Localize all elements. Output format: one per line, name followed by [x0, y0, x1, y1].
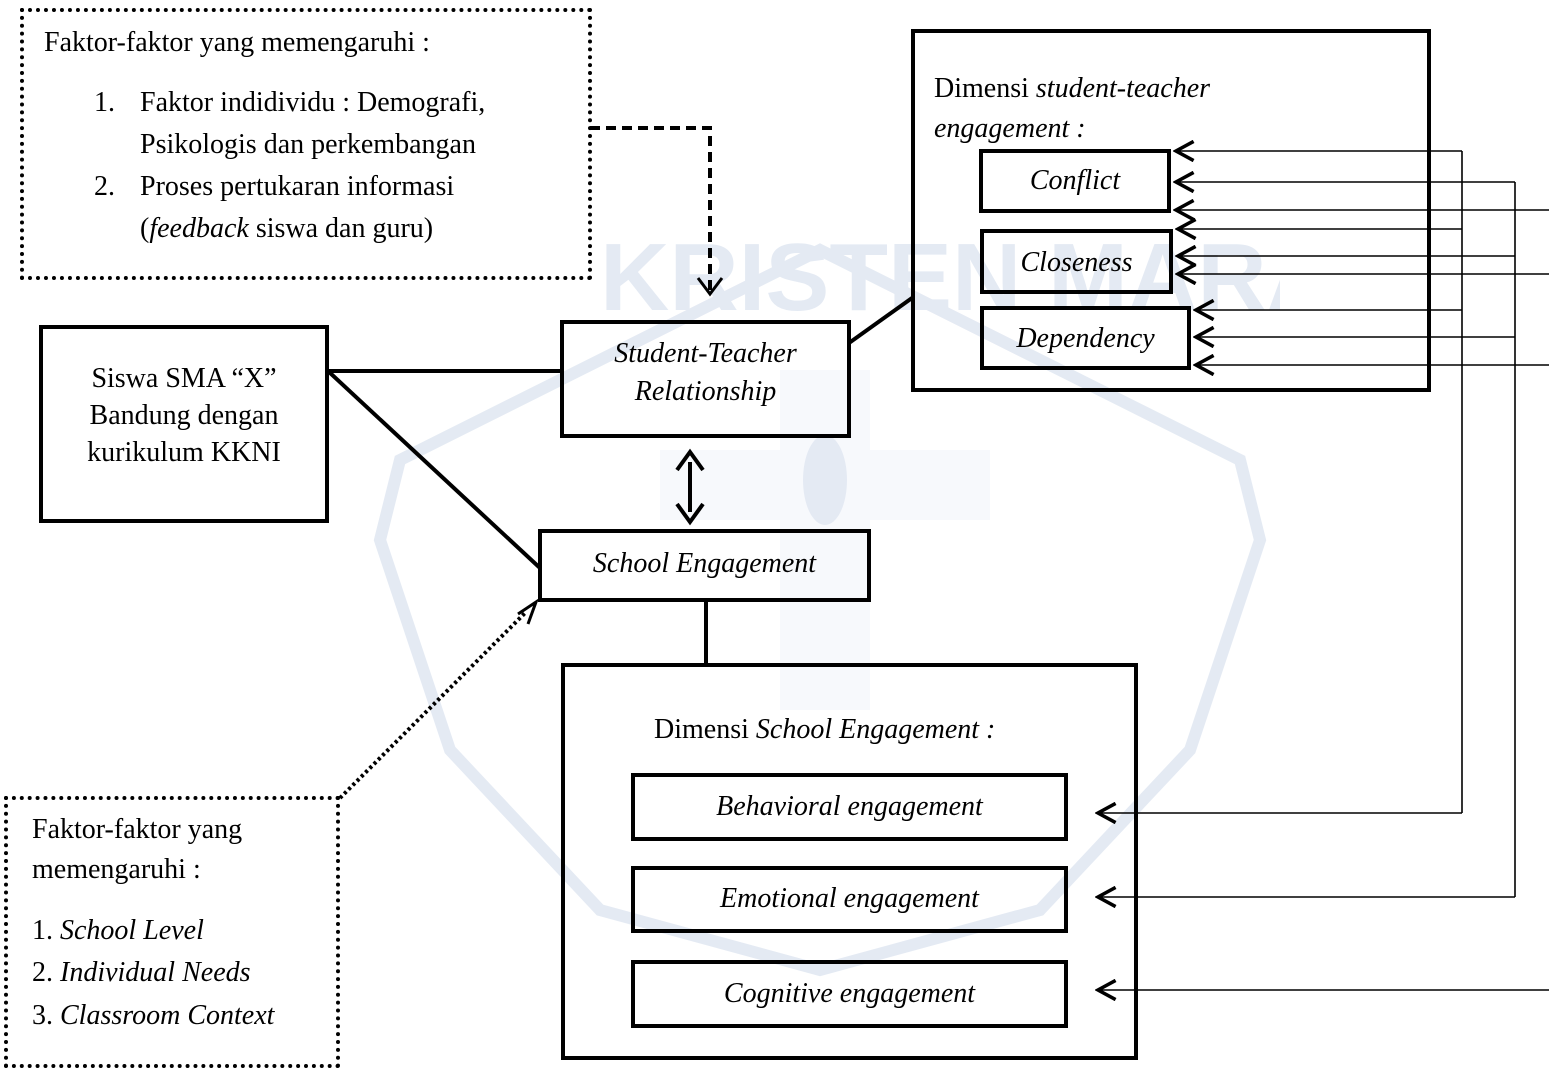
se-dimension-box: [561, 663, 1138, 1060]
factors-top-item-1-num: 1.: [94, 87, 115, 118]
str-line1: Student-Teacher: [614, 338, 797, 369]
behavioral-box: [631, 773, 1068, 841]
stt-title-prefix: Dimensi: [934, 73, 1036, 104]
cognitive-label: Cognitive engagement: [723, 978, 976, 1009]
stt-dimension-title-line1: Dimensi student-teacher: [934, 68, 1210, 110]
conflict-box: [979, 149, 1171, 213]
str-box: [560, 320, 851, 438]
item-1-num: 1.: [32, 915, 53, 946]
factors-bottom-item-2: 2. Individual Needs: [32, 952, 251, 994]
dependency-label: Dependency: [1016, 323, 1155, 354]
conflict-label: Conflict: [1029, 165, 1121, 196]
str-line2: Relationship: [634, 376, 777, 407]
stt-dimension-title-line2: engagement :: [934, 113, 1086, 144]
factors-top-title: Faktor-faktor yang memengaruhi :: [44, 27, 430, 58]
item-2-label: Individual Needs: [60, 957, 251, 988]
item-3-num: 3.: [32, 1000, 53, 1031]
factors-top-box: [20, 8, 592, 280]
stt-dimension-box: [911, 29, 1431, 392]
closeness-label: Closeness: [1020, 247, 1133, 278]
stt-title-italic1: student-teacher: [1035, 73, 1211, 104]
line2-rest: siswa dan guru): [248, 213, 434, 244]
school-engagement-box: [538, 529, 871, 602]
school-engagement-label: School Engagement: [592, 548, 817, 579]
emotional-label: Emotional engagement: [720, 883, 979, 914]
factors-bottom-title2: memengaruhi :: [32, 854, 201, 885]
factors-top-item-2-line2: (feedback siswa dan guru): [140, 208, 433, 250]
student-line2: Bandung dengan: [89, 400, 279, 431]
student-line3: kurikulum KKNI: [87, 437, 281, 468]
item-2-num: 2.: [32, 957, 53, 988]
student-box: [39, 325, 329, 523]
factors-bottom-title1: Faktor-faktor yang: [32, 814, 243, 845]
paren-open: (: [140, 213, 150, 244]
behavioral-label: Behavioral engagement: [716, 791, 983, 822]
feedback-term: feedback: [149, 213, 249, 244]
factors-top-item-2-num: 2.: [94, 171, 115, 202]
factors-top-item-2-line1: Proses pertukaran informasi: [140, 171, 455, 202]
factors-bottom-item-1: 1. School Level: [32, 910, 204, 952]
item-3-label: Classroom Context: [60, 1000, 275, 1031]
se-title-italic: School Engagement :: [755, 714, 996, 745]
item-1-label: School Level: [60, 915, 204, 946]
dependency-box: [980, 306, 1191, 370]
cognitive-box: [631, 960, 1068, 1028]
student-line1: Siswa SMA “X”: [91, 363, 277, 394]
se-dimension-title: Dimensi School Engagement :: [654, 709, 995, 751]
watermark-text: KRISTEN MARANATHA: [600, 224, 1280, 331]
factors-top-item-1-line1: Faktor indidividu : Demografi,: [140, 87, 486, 118]
se-title-prefix: Dimensi: [654, 714, 756, 745]
factors-bottom-item-3: 3. Classroom Context: [32, 995, 274, 1037]
closeness-box: [980, 229, 1173, 294]
emotional-box: [631, 866, 1068, 933]
factors-top-item-1-line2: Psikologis dan perkembangan: [140, 129, 476, 160]
